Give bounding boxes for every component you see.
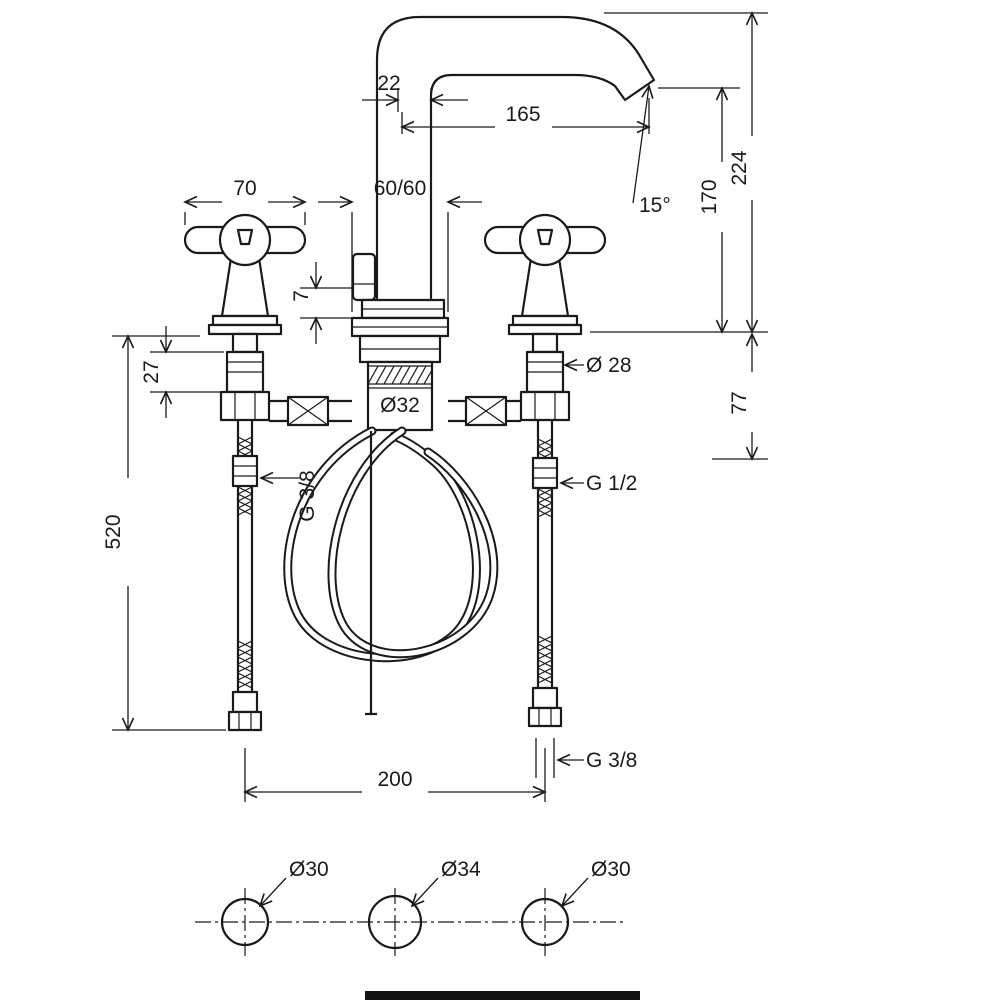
hole-left (220, 897, 270, 947)
hole-center (367, 894, 423, 950)
center-body: Ø32 (350, 252, 450, 432)
dim-6060-label: 60/60 (374, 177, 427, 200)
hole-center-label: Ø34 (441, 858, 481, 881)
angle-label: 15° (639, 194, 671, 217)
hose-nut (527, 706, 563, 728)
hole-right (520, 897, 570, 947)
braid-hatch (537, 438, 553, 461)
braid-hatch (537, 635, 553, 684)
dim-7-label: 7 (290, 290, 313, 302)
dim-escutcheon: 60/60 (318, 177, 482, 312)
dim-170-label: 170 (698, 179, 721, 214)
hose-nut (227, 710, 263, 732)
dim-22-label: 22 (377, 72, 400, 95)
dim-clamp-depth: 27 (140, 326, 224, 418)
thread-hatch (367, 365, 433, 385)
label-hose-thread-left: G 3/8 (259, 470, 319, 522)
dia28-label: Ø 28 (586, 354, 632, 377)
hose-left (227, 420, 263, 732)
branch-right (448, 395, 521, 427)
hose-fitting (531, 456, 559, 490)
dim-70-label: 70 (233, 177, 256, 200)
hole-right-label: Ø30 (591, 858, 631, 881)
hose-right (527, 420, 563, 728)
hole-left-label: Ø30 (289, 858, 329, 881)
body-dia-label: Ø32 (380, 394, 420, 417)
hub-detail (236, 228, 254, 246)
dim-spout-reach: 165 (400, 98, 651, 134)
dim-total-height: 224 (590, 11, 768, 334)
clamp-nut (219, 390, 271, 422)
print-mark (365, 991, 640, 1000)
handle-cone (220, 256, 270, 318)
dim-200-label: 200 (377, 768, 412, 791)
dim-hose-length: 520 (102, 334, 226, 732)
label-handle-dia: Ø 28 (563, 354, 632, 377)
dim-below-deck: 77 (712, 332, 768, 461)
g38-bottom-label: G 3/8 (586, 749, 637, 772)
hub-detail (536, 228, 554, 246)
clamp-nut (519, 390, 571, 422)
dim-spout-height: 170 (658, 86, 740, 334)
hose-loops (283, 426, 499, 663)
label-inlet-thread: G 1/2 (559, 472, 637, 495)
braid-hatch (237, 640, 253, 689)
dim-handle-width: 70 (183, 177, 307, 225)
dim-hole-spacing: 200 (243, 748, 547, 802)
dim-deck-offset: 7 (290, 262, 352, 344)
dim-165-label: 165 (505, 103, 540, 126)
handle-cone (520, 256, 570, 318)
label-hose-thread-bottom: G 3/8 (535, 738, 637, 778)
dim-spout-width: 22 (362, 72, 468, 112)
popup-lever (351, 252, 377, 302)
handle-left (183, 213, 307, 336)
angle-note: 15° (632, 84, 671, 217)
hose-fitting (231, 454, 259, 488)
braid-hatch (237, 436, 253, 459)
valve-right (519, 332, 571, 422)
valve-left (219, 332, 271, 422)
braid-hatch (237, 486, 253, 516)
hole-pattern: Ø30 Ø34 Ø30 (195, 858, 631, 956)
g12-label: G 1/2 (586, 472, 637, 495)
dim-77-label: 77 (728, 391, 751, 414)
dim-224-label: 224 (728, 150, 751, 185)
dim-27-label: 27 (140, 360, 163, 383)
popup-rod (365, 431, 377, 716)
branch-left (269, 395, 352, 427)
braid-hatch (537, 488, 553, 518)
dim-520-label: 520 (102, 514, 125, 549)
g38-left-label: G 3/8 (296, 470, 319, 521)
